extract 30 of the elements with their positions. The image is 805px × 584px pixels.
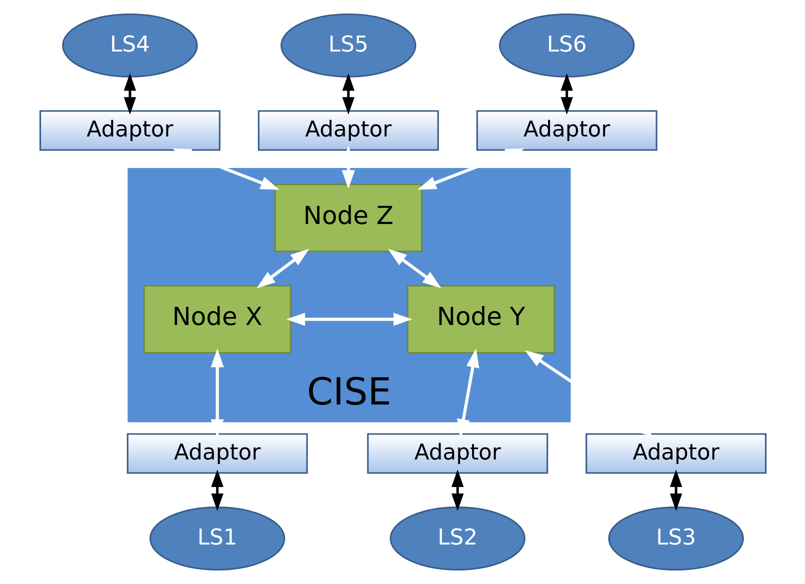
node-box: Node X	[142, 284, 291, 354]
node-ellipse: LS1	[148, 506, 285, 570]
arrow	[524, 350, 653, 437]
node-box: Adaptor	[257, 110, 438, 151]
node-ellipse: LS6	[498, 14, 634, 78]
arrow	[388, 248, 441, 288]
arrow	[669, 469, 682, 512]
arrow	[172, 148, 279, 190]
arrow	[123, 73, 136, 115]
node-box: Node Y	[406, 284, 555, 354]
node-box: Adaptor	[38, 110, 220, 151]
arrow	[256, 248, 309, 288]
node-ellipse: LS4	[62, 14, 198, 78]
node-box: Adaptor	[366, 433, 548, 474]
node-box: Adaptor	[476, 110, 657, 151]
arrow	[341, 146, 354, 189]
node-ellipse: LS2	[389, 506, 525, 570]
arrow	[286, 312, 412, 326]
arrow	[450, 469, 464, 512]
node-ellipse: LS5	[280, 14, 416, 78]
arrow	[210, 348, 224, 438]
arrow	[210, 469, 223, 512]
arrow	[560, 73, 572, 115]
node-box: Adaptor	[126, 433, 308, 474]
arrow	[416, 148, 524, 190]
node-box: Node Z	[274, 184, 422, 252]
arrow	[456, 348, 479, 438]
node-ellipse: LS3	[608, 506, 744, 570]
arrow	[342, 73, 354, 115]
node-box: Adaptor	[585, 433, 766, 474]
